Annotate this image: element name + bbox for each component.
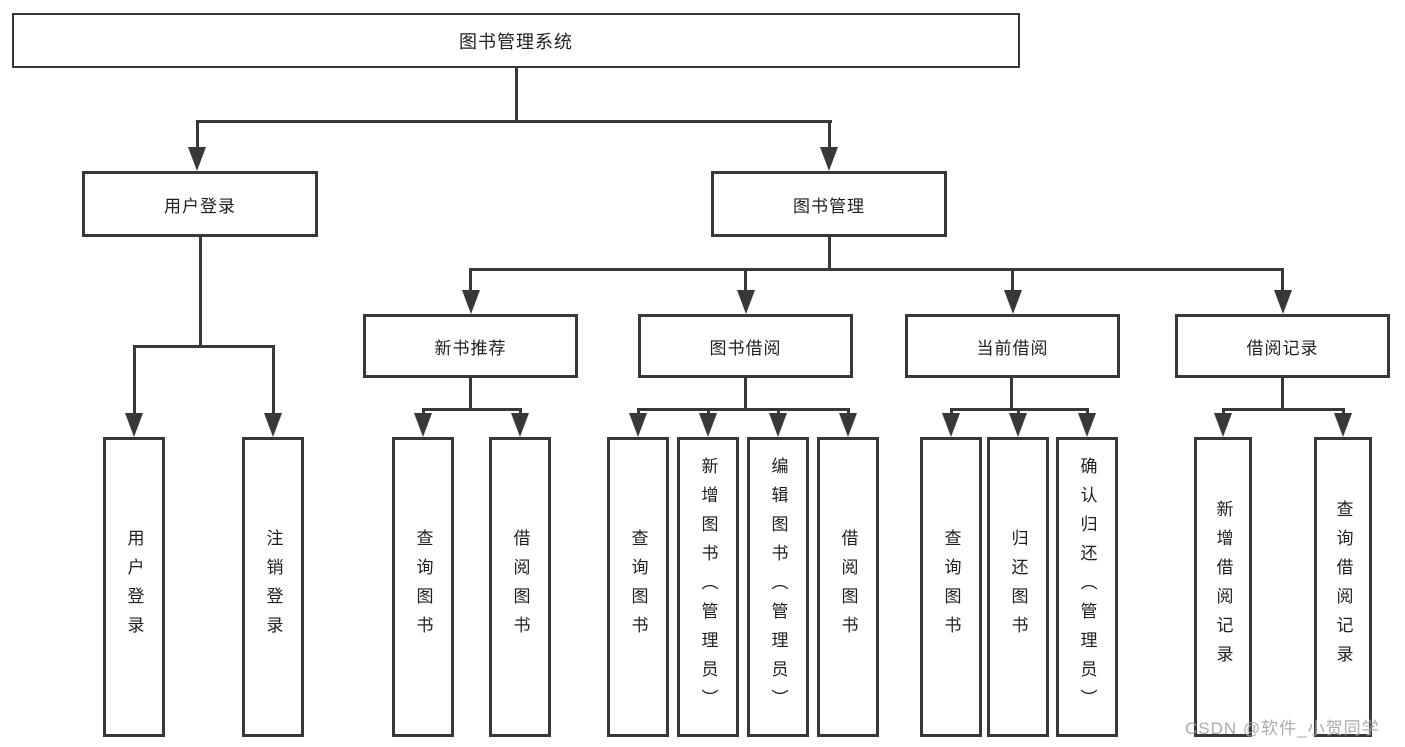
connector-line (744, 378, 747, 408)
node-label: 归还图书 (1008, 529, 1028, 645)
arrowhead-down (629, 413, 647, 437)
node-leaf-borrowing-query-books: 查询图书 (607, 437, 669, 737)
connector-line (469, 268, 1283, 271)
arrowhead-down (462, 290, 480, 314)
arrowhead-down (264, 413, 282, 437)
node-leaf-confirm-return-admin: 确认归还（管理员） (1056, 437, 1118, 737)
arrowhead-down (188, 147, 206, 171)
arrowhead-down (839, 413, 857, 437)
node-leaf-user-login: 用户登录 (103, 437, 165, 737)
connector-line (637, 408, 640, 417)
node-label: 查询图书 (628, 529, 648, 645)
node-label: 查询借阅记录 (1333, 500, 1353, 674)
arrowhead-down (1214, 413, 1232, 437)
connector-line (422, 408, 425, 417)
connector-line (422, 408, 522, 411)
arrowhead-down (737, 290, 755, 314)
node-label: 用户登录 (124, 529, 144, 645)
node-leaf-return-books: 归还图书 (987, 437, 1049, 737)
node-label: 借阅图书 (838, 529, 858, 645)
arrowhead-down (414, 413, 432, 437)
node-new-book-recommend: 新书推荐 (363, 314, 578, 378)
node-label: 新书推荐 (434, 338, 507, 358)
node-label: 编辑图书（管理员） (768, 456, 788, 718)
connector-line (196, 120, 199, 153)
node-label: 确认归还（管理员） (1077, 456, 1097, 718)
connector-line (1342, 408, 1345, 417)
arrowhead-down (1078, 413, 1096, 437)
node-label: 图书借阅 (709, 338, 782, 358)
connector-line (469, 378, 472, 408)
connector-line (199, 237, 202, 345)
arrowhead-down (1334, 413, 1352, 437)
node-leaf-borrowing-borrow-books: 借阅图书 (817, 437, 879, 737)
node-label: 新增借阅记录 (1213, 500, 1233, 674)
node-book-management: 图书管理 (711, 171, 947, 237)
connector-line (707, 408, 710, 417)
node-current-borrowing: 当前借阅 (905, 314, 1120, 378)
connector-line (1281, 378, 1284, 408)
node-user-login: 用户登录 (82, 171, 318, 237)
connector-line (1222, 408, 1345, 411)
node-leaf-add-books-admin: 新增图书（管理员） (677, 437, 739, 737)
node-label: 用户登录 (164, 196, 236, 216)
node-label: 图书管理 (793, 196, 865, 216)
connector-line (828, 237, 831, 268)
connector-line (272, 345, 275, 415)
arrowhead-down (1004, 290, 1022, 314)
arrowhead-down (820, 147, 838, 171)
connector-line (133, 345, 136, 415)
connector-line (1010, 378, 1013, 408)
connector-line (828, 120, 831, 153)
connector-line (515, 68, 518, 120)
arrowhead-down (1274, 290, 1292, 314)
arrowhead-down (511, 413, 529, 437)
connector-line (1222, 408, 1225, 417)
node-borrowing-records: 借阅记录 (1175, 314, 1390, 378)
node-label: 查询图书 (941, 529, 961, 645)
node-label: 查询图书 (413, 529, 433, 645)
node-root-system: 图书管理系统 (12, 13, 1020, 68)
connector-line (1086, 408, 1089, 417)
connector-line (950, 408, 953, 417)
node-label: 借阅记录 (1246, 338, 1319, 358)
connector-line (1017, 408, 1020, 417)
node-label: 新增图书（管理员） (698, 456, 718, 718)
arrowhead-down (1009, 413, 1027, 437)
connector-line (637, 408, 850, 411)
connector-line (1281, 268, 1284, 295)
node-leaf-add-borrow-record: 新增借阅记录 (1194, 437, 1252, 737)
arrowhead-down (699, 413, 717, 437)
node-leaf-recommend-query-books: 查询图书 (392, 437, 454, 737)
connector-line (133, 345, 275, 348)
connector-line (519, 408, 522, 417)
connector-line (777, 408, 780, 417)
node-leaf-current-query-books: 查询图书 (920, 437, 982, 737)
node-leaf-recommend-borrow-books: 借阅图书 (489, 437, 551, 737)
csdn-watermark: CSDN @软件_小贺同学 (1185, 719, 1380, 738)
connector-line (744, 268, 747, 295)
connector-line (1011, 268, 1014, 295)
node-label: 注销登录 (263, 529, 283, 645)
node-label: 图书管理系统 (459, 31, 573, 52)
arrowhead-down (942, 413, 960, 437)
connector-line (847, 408, 850, 417)
node-book-borrowing: 图书借阅 (638, 314, 853, 378)
node-leaf-edit-books-admin: 编辑图书（管理员） (747, 437, 809, 737)
arrowhead-down (125, 413, 143, 437)
arrowhead-down (769, 413, 787, 437)
connector-line (196, 120, 832, 123)
node-label: 借阅图书 (510, 529, 530, 645)
connector-line (469, 268, 472, 295)
node-label: 当前借阅 (976, 338, 1049, 358)
node-leaf-query-borrow-record: 查询借阅记录 (1314, 437, 1372, 737)
node-leaf-logout: 注销登录 (242, 437, 304, 737)
